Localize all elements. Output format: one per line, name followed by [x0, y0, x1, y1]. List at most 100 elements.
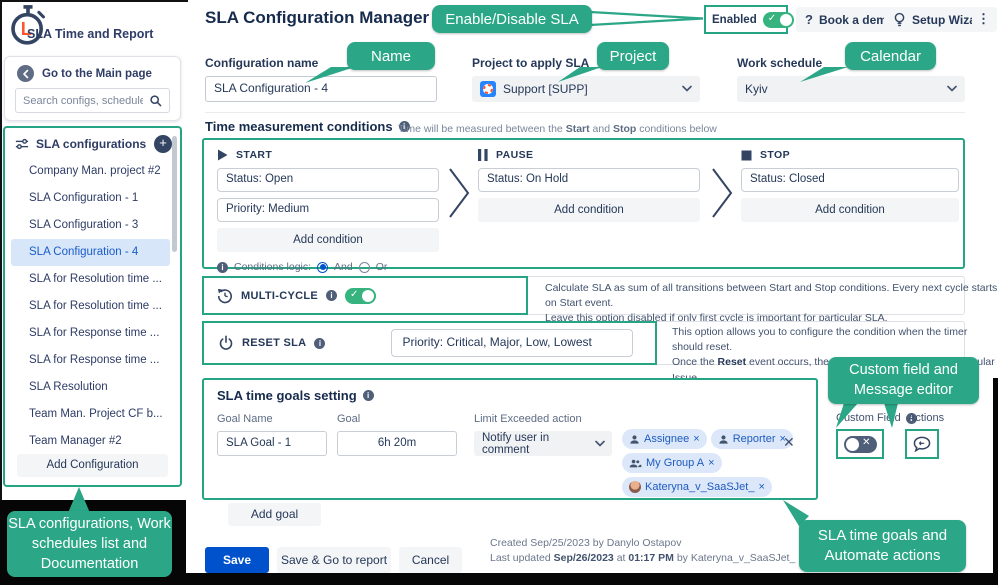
multicycle-history-icon — [217, 288, 233, 303]
config-name-input[interactable]: SLA Configuration - 4 — [205, 76, 437, 102]
pause-add-condition-button[interactable]: Add condition — [478, 198, 700, 222]
goal-name-input[interactable]: SLA Goal - 1 — [217, 431, 327, 456]
info-icon[interactable]: i — [314, 337, 326, 349]
sidebar-item[interactable]: Team Manager #2 — [29, 435, 122, 447]
tag-assignee[interactable]: Assignee × — [622, 429, 707, 449]
info-icon[interactable]: i — [905, 412, 917, 424]
created-line: Created Sep/25/2023 by Danylo Ostapov — [490, 537, 682, 549]
start-condition-2[interactable]: Priority: Medium — [217, 198, 439, 222]
svg-text:L: L — [21, 19, 32, 39]
sidebar-item[interactable]: SLA Resolution — [29, 381, 108, 393]
person-icon — [630, 434, 639, 444]
sidebar-item[interactable]: SLA for Response time ... — [29, 327, 160, 339]
sidebar-scrollbar[interactable] — [172, 136, 177, 252]
toggle-cross-icon: ✕ — [862, 436, 871, 448]
flow-chevron-icon — [712, 168, 733, 218]
sla-configurations-title: SLA configurations — [36, 137, 147, 151]
tag-reporter[interactable]: Reporter × — [710, 429, 793, 449]
toggle-check-icon: ✓ — [350, 288, 359, 300]
tag-remove-icon[interactable]: × — [708, 457, 715, 469]
tag-remove-icon[interactable]: × — [758, 481, 765, 493]
custom-field-label-row: Custom Field i — [836, 412, 917, 424]
person-icon — [719, 434, 728, 444]
add-goal-button[interactable]: Add goal — [228, 503, 321, 526]
sidebar-item[interactable]: SLA Configuration - 3 — [29, 219, 139, 231]
info-icon[interactable]: i — [362, 390, 374, 401]
logic-or-label[interactable]: Or — [375, 261, 388, 273]
project-label: Project to apply SLA — [472, 56, 590, 70]
multicycle-label: MULTI-CYCLE — [241, 289, 319, 302]
logic-and-label[interactable]: And — [334, 261, 353, 273]
tag-remove-icon[interactable]: × — [779, 433, 786, 445]
comment-bubble-icon — [913, 436, 931, 452]
multicycle-control: MULTI-CYCLE i ✓ — [202, 276, 528, 315]
sidebar-item[interactable]: Team Man. Project CF b... — [29, 408, 163, 420]
pause-header: PAUSE — [478, 148, 700, 162]
info-icon[interactable]: i — [217, 261, 228, 273]
callout-calendar: Calendar — [845, 42, 936, 70]
callout-goals-pointer — [783, 500, 809, 526]
start-column: START Status: Open Priority: Medium Add … — [217, 148, 439, 273]
reset-condition-input[interactable]: Priority: Critical, Major, Low, Lowest — [391, 329, 634, 357]
tag-group[interactable]: My Group A × — [622, 453, 722, 473]
more-options-button[interactable]: ⋮ — [972, 7, 995, 32]
save-button[interactable]: Save — [205, 547, 269, 573]
custom-field-label: Custom Field — [836, 412, 901, 424]
pause-label: PAUSE — [496, 149, 534, 161]
callout-sidebar: SLA configurations, Work schedules list … — [7, 511, 172, 577]
start-condition-1[interactable]: Status: Open — [217, 168, 439, 192]
sidebar-item[interactable]: SLA for Resolution time ... — [29, 273, 162, 285]
black-backdrop-right — [993, 378, 998, 574]
callout-goals: SLA time goals and Automate actions — [799, 520, 966, 572]
pause-condition-1[interactable]: Status: On Hold — [478, 168, 700, 192]
goal-column-label: Goal — [337, 413, 361, 425]
work-schedule-label: Work schedule — [737, 56, 823, 70]
search-icon — [150, 95, 162, 107]
tag-user[interactable]: Kateryna_v_SaaSJet_ × — [622, 477, 772, 497]
sidebar-item[interactable]: SLA for Response time ... — [29, 354, 160, 366]
project-select[interactable]: Support [SUPP] — [472, 76, 700, 102]
multicycle-toggle[interactable]: ✓ — [345, 287, 377, 304]
goal-time-input[interactable]: 6h 20m — [337, 431, 457, 456]
sidebar-item[interactable]: Company Man. project #2 — [29, 165, 161, 177]
stop-add-condition-button[interactable]: Add condition — [741, 198, 959, 222]
custom-field-toggle[interactable]: ✕ — [843, 435, 877, 453]
sidebar-item[interactable]: SLA for Resolution time ... — [29, 300, 162, 312]
go-to-main-page[interactable]: Go to the Main page — [5, 57, 180, 86]
stop-condition-1[interactable]: Status: Closed — [741, 168, 959, 192]
tag-remove-icon[interactable]: × — [693, 433, 700, 445]
callout-project: Project — [597, 42, 669, 70]
save-go-report-button[interactable]: Save & Go to report — [277, 547, 391, 573]
callout-calendar-pointer — [800, 67, 848, 82]
chevron-down-icon — [595, 440, 605, 447]
enabled-label: Enabled — [712, 13, 757, 26]
cancel-button[interactable]: Cancel — [399, 547, 462, 573]
reset-sla-label: RESET SLA — [242, 337, 307, 349]
conditions-box: START Status: Open Priority: Medium Add … — [202, 138, 965, 273]
add-configuration-icon[interactable]: + — [154, 135, 172, 153]
sidebar-item[interactable]: SLA Configuration - 1 — [29, 192, 139, 204]
search-input[interactable] — [23, 94, 143, 107]
logic-and-radio[interactable] — [317, 261, 329, 273]
logic-or-radio[interactable] — [358, 261, 370, 273]
work-schedule-select[interactable]: Kyiv — [737, 76, 965, 102]
start-header: START — [217, 148, 439, 162]
sidebar-item-selected[interactable]: SLA Configuration - 4 — [11, 239, 170, 266]
back-arrow-icon[interactable] — [17, 65, 34, 82]
start-add-condition-button[interactable]: Add condition — [217, 228, 439, 252]
start-label: START — [236, 149, 273, 161]
sla-enabled-toggle[interactable]: ✓ — [762, 11, 794, 28]
actions-button[interactable] — [905, 429, 939, 459]
black-backdrop-bottom — [186, 573, 998, 585]
clear-tags-icon[interactable]: ✕ — [783, 434, 795, 450]
info-icon[interactable]: i — [398, 121, 410, 132]
info-icon[interactable]: i — [326, 290, 338, 301]
add-configuration-button[interactable]: Add Configuration — [17, 454, 168, 477]
goal-name-column-label: Goal Name — [217, 413, 273, 425]
stop-header: STOP — [741, 148, 959, 162]
sidebar-search[interactable] — [15, 88, 170, 113]
reset-sla-control: RESET SLA i Priority: Critical, Major, L… — [202, 321, 657, 365]
limit-exceeded-action-select[interactable]: Notify user in comment — [474, 431, 612, 456]
play-icon — [218, 149, 228, 161]
goals-title-text: SLA time goals setting — [217, 388, 357, 403]
